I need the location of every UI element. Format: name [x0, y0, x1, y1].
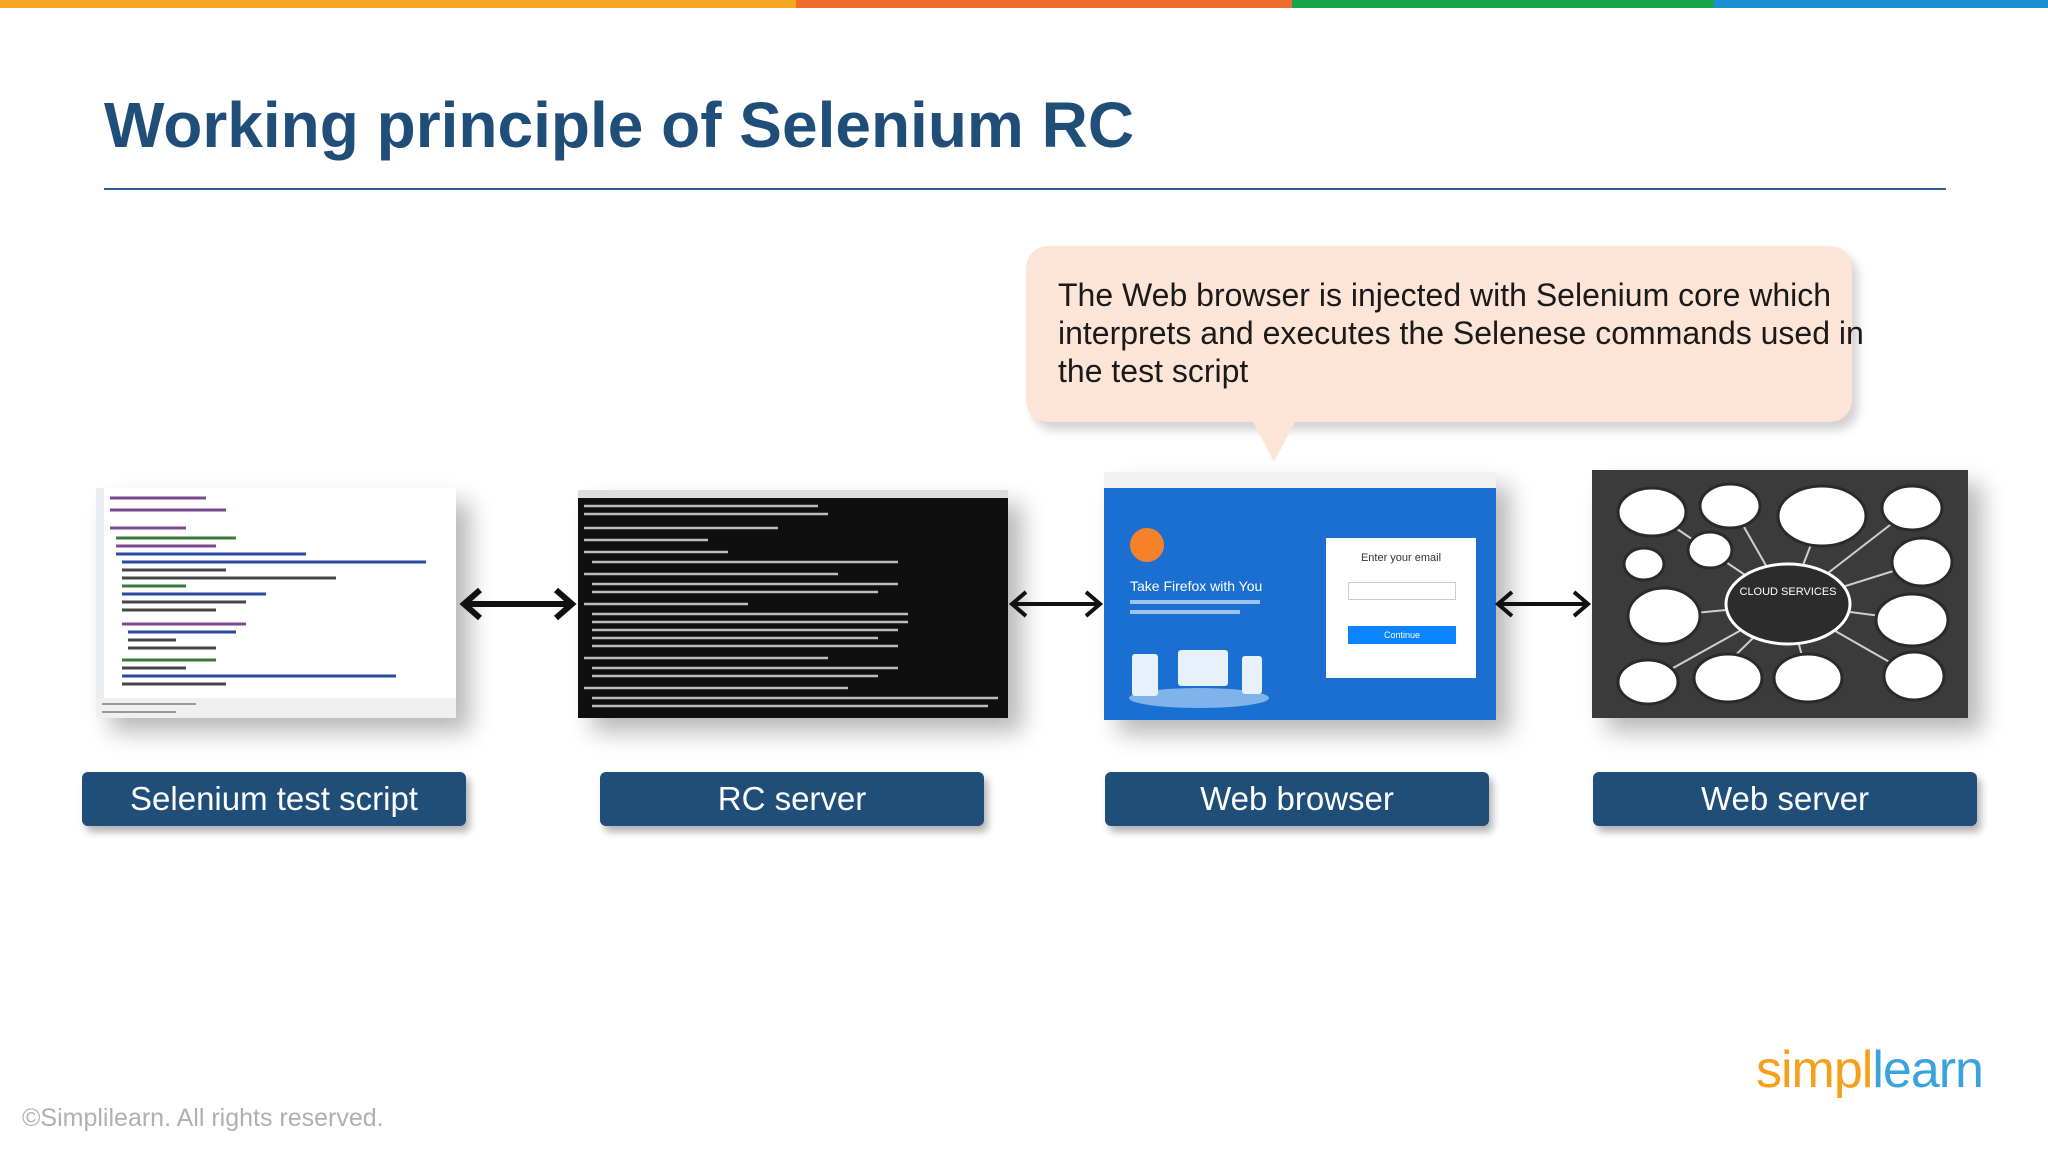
top-bar-green [1292, 0, 1714, 8]
rc-server-image [578, 490, 1008, 718]
selenium-test-script-image [96, 488, 456, 718]
code-editor-icon [96, 488, 456, 718]
simplilearn-logo: simpllearn [1756, 1040, 1984, 1100]
title-divider [104, 188, 1946, 190]
browser-toolbar [1104, 472, 1496, 488]
callout-bubble: The Web browser is injected with Seleniu… [1026, 246, 1864, 422]
firefox-subtext [1130, 600, 1260, 604]
bidirectional-arrow-icon [1494, 590, 1592, 618]
logo-part-1: simpl [1756, 1041, 1873, 1099]
firefox-tagline: Take Firefox with You [1130, 578, 1263, 594]
top-bar-red [796, 0, 1292, 8]
firefox-subtext-2 [1130, 610, 1240, 614]
cloud-hub-label: CLOUD SERVICES [1739, 586, 1837, 598]
bidirectional-arrow-icon [1008, 590, 1104, 618]
devices-illustration-icon [1129, 650, 1269, 708]
callout-text: The Web browser is injected with Seleniu… [1058, 277, 1864, 389]
top-color-bar [0, 0, 2048, 8]
signin-card: Enter your email Continue [1326, 538, 1476, 678]
signin-heading: Enter your email [1360, 552, 1442, 564]
cloud-services-icon [1592, 470, 1968, 718]
email-field[interactable] [1348, 582, 1456, 600]
top-bar-blue [1714, 0, 2048, 8]
web-browser-image: Take Firefox with You Enter your email C… [1104, 472, 1496, 720]
continue-button[interactable]: Continue [1348, 626, 1456, 644]
callout-pointer [1252, 420, 1296, 462]
logo-part-2: learn [1872, 1041, 1984, 1099]
label-selenium-test-script: Selenium test script [82, 772, 466, 826]
label-web-server: Web server [1593, 772, 1977, 826]
web-server-image: CLOUD SERVICES [1592, 470, 1968, 718]
copyright-footer: ©Simplilearn. All rights reserved. [22, 1104, 384, 1132]
top-bar-orange [0, 0, 796, 8]
firefox-logo-icon [1130, 528, 1164, 562]
label-web-browser: Web browser [1105, 772, 1489, 826]
bidirectional-arrow-icon [459, 587, 577, 621]
slide-title: Working principle of Selenium RC [104, 89, 1135, 161]
label-rc-server: RC server [600, 772, 984, 826]
terminal-icon [578, 490, 1008, 718]
